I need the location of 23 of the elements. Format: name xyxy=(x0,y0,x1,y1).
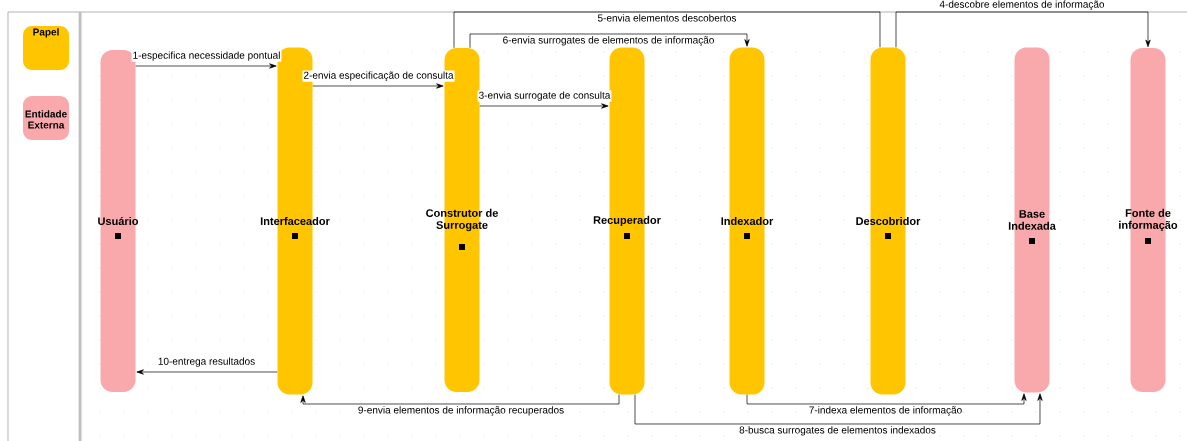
edge-label: 1-especifica necessidade pontual xyxy=(131,50,282,62)
edge-label: 7-indexa elementos de informação xyxy=(807,405,964,417)
legend-label: Entidade Externa xyxy=(25,110,67,129)
arrow xyxy=(135,63,277,69)
arrow xyxy=(634,393,1043,425)
edge-label: 8-busca surrogates de elementos indexados xyxy=(738,425,937,437)
edge-label: 10-entrega resultados xyxy=(156,356,257,368)
edge-label: 3-envia surrogate de consulta xyxy=(477,90,612,102)
legend-label: Papel xyxy=(33,28,59,38)
arrow xyxy=(300,394,620,405)
edge-label: 9-envia elementos de informação recuperados xyxy=(356,405,566,417)
edge-label: 4-descobre elementos de informação xyxy=(938,0,1106,11)
arrow xyxy=(312,83,444,89)
arrow xyxy=(746,393,1027,405)
edge-label: 5-envia elementos descobertos xyxy=(596,13,738,23)
arrow xyxy=(895,11,1151,48)
lifeline-bar: Fonte de informação xyxy=(1119,48,1178,392)
arrow xyxy=(469,33,750,49)
edge-label: 6-envia surrogates de elementos de informação xyxy=(501,35,716,47)
arrow xyxy=(136,369,278,375)
arrow xyxy=(479,103,609,109)
edge-label: 2-envia especificação de consulta xyxy=(302,70,455,82)
lifeline-bar: Base Indexada xyxy=(1008,47,1056,393)
